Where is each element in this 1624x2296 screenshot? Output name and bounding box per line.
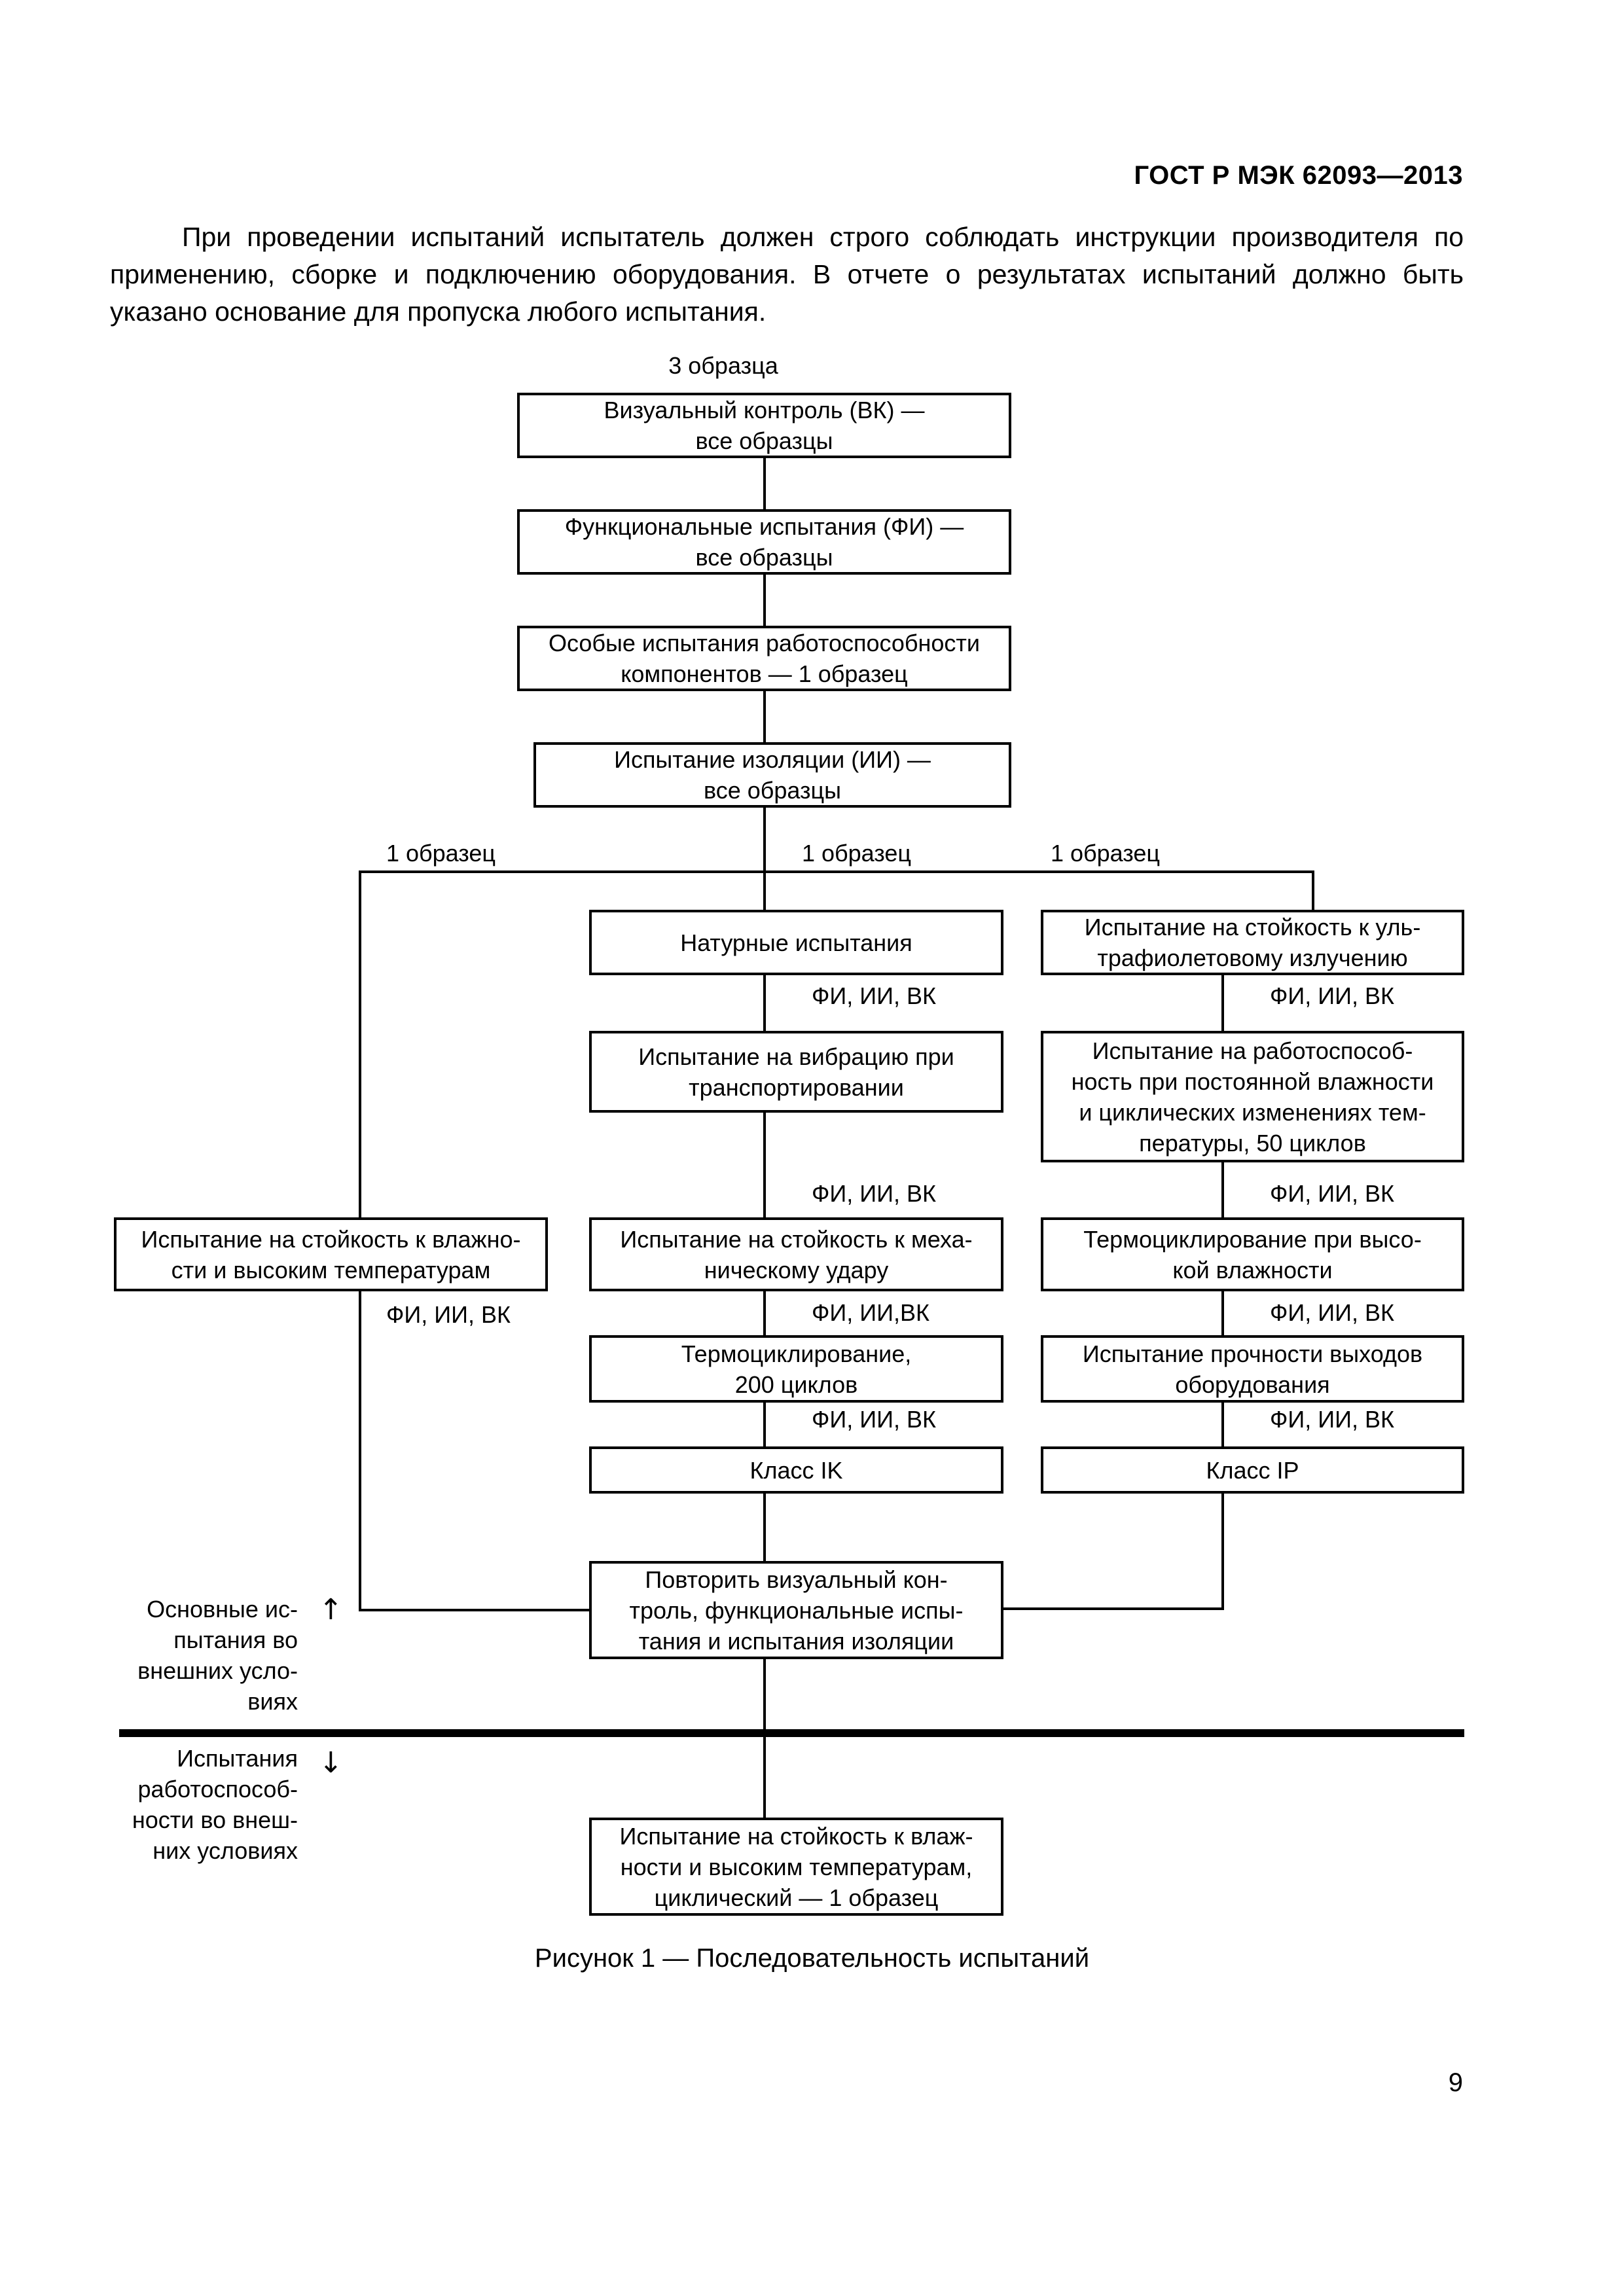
down-arrow-icon: ↓ — [319, 1746, 343, 1780]
node-thermal-cycling-200-label: Термоциклирование, 200 циклов — [681, 1340, 912, 1398]
node-functional-tests-label: Функциональные испытания (ФИ) — все обра… — [564, 513, 964, 571]
connector-repeat-to-final — [763, 1659, 766, 1818]
edge-label-mid-1: ФИ, ИИ, ВК — [812, 982, 936, 1009]
section-label-main-environmental-tests: Основные ис- пытания во внешних усло- ви… — [137, 1596, 298, 1715]
up-arrow-icon: ↑ — [319, 1593, 343, 1626]
node-class-ik-label: Класс IK — [749, 1456, 843, 1484]
connector-shock-to-cycling — [763, 1291, 766, 1347]
node-uv-resistance-label: Испытание на стойкость к уль- трафиолето… — [1084, 914, 1421, 971]
node-terminal-strength-label: Испытание прочности выходов оборудования — [1082, 1340, 1423, 1398]
edge-label-left-1: ФИ, ИИ, ВК — [386, 1301, 511, 1328]
node-visual-inspection-label: Визуальный контроль (ВК) — все образцы — [604, 397, 925, 454]
connector-vibration-to-shock — [763, 1113, 766, 1217]
edge-label-right-3: ФИ, ИИ, ВК — [1270, 1299, 1394, 1326]
edge-label-right-1: ФИ, ИИ, ВК — [1270, 982, 1394, 1009]
node-humidity-temp-cycle-50-label: Испытание на работоспособ- ность при пос… — [1071, 1037, 1434, 1157]
distribution-bus — [359, 870, 1314, 873]
section-label-performance-environmental-tests: Испытания работоспособ- ности во внеш- н… — [132, 1745, 298, 1864]
connector-field-to-vibration — [763, 975, 766, 1031]
connector-vi-to-ft — [763, 458, 766, 509]
connector-sp-to-ins — [763, 691, 766, 742]
node-left-humidity-heat-label: Испытание на стойкость к влажно- сти и в… — [141, 1225, 521, 1283]
node-class-ip: Класс IP — [1041, 1446, 1464, 1494]
node-mechanical-shock-label: Испытание на стойкость к меха- ническому… — [620, 1225, 973, 1283]
edge-label-right-2: ФИ, ИИ, ВК — [1270, 1180, 1394, 1207]
node-class-ip-label: Класс IP — [1206, 1456, 1299, 1484]
flow-label-1-sample-left: 1 образец — [386, 840, 496, 867]
connector-cycling-to-ik — [763, 1403, 766, 1448]
node-functional-tests: Функциональные испытания (ФИ) — все обра… — [517, 509, 1011, 575]
connector-humidity-to-thermal — [1221, 1162, 1224, 1217]
edge-label-mid-3: ФИ, ИИ,ВК — [812, 1299, 929, 1326]
connector-terminal-to-ip — [1221, 1403, 1224, 1448]
node-field-tests-label: Натурные испытания — [680, 929, 912, 956]
node-humidity-heat-cyclic: Испытание на стойкость к влаж- ности и в… — [589, 1818, 1003, 1916]
edge-label-mid-4: ФИ, ИИ, ВК — [812, 1406, 936, 1433]
node-repeat-checks: Повторить визуальный кон- троль, функцио… — [589, 1561, 1003, 1659]
node-transport-vibration: Испытание на вибрацию при транспортирова… — [589, 1031, 1003, 1113]
flow-label-1-sample-middle: 1 образец — [802, 840, 912, 867]
node-humidity-heat-cyclic-label: Испытание на стойкость к влаж- ности и в… — [619, 1822, 973, 1911]
node-transport-vibration-label: Испытание на вибрацию при транспортирова… — [638, 1043, 954, 1101]
document-header-standard-code: ГОСТ Р МЭК 62093—2013 — [1134, 161, 1463, 190]
flow-label-3-samples: 3 образца — [668, 352, 778, 379]
node-field-tests: Натурные испытания — [589, 910, 1003, 975]
connector-ip-to-repeat — [1001, 1607, 1224, 1610]
connector-bus-to-field-tests — [763, 870, 766, 942]
node-special-performance: Особые испытания работоспособности компо… — [517, 626, 1011, 691]
node-mechanical-shock: Испытание на стойкость к меха- ническому… — [589, 1217, 1003, 1291]
node-repeat-checks-label: Повторить визуальный кон- троль, функцио… — [629, 1566, 964, 1655]
connector-ft-to-sp — [763, 575, 766, 626]
body-paragraph: При проведении испытаний испытатель долж… — [110, 222, 1464, 327]
node-humidity-temp-cycle-50: Испытание на работоспособ- ность при пос… — [1041, 1031, 1464, 1162]
connector-uv-to-humidity — [1221, 975, 1224, 1031]
node-left-humidity-heat: Испытание на стойкость к влажно- сти и в… — [114, 1217, 548, 1291]
node-thermal-cycling-humidity-label: Термоциклирование при высо- кой влажност… — [1083, 1225, 1422, 1283]
node-uv-resistance: Испытание на стойкость к уль- трафиолето… — [1041, 910, 1464, 975]
node-insulation-test-label: Испытание изоляции (ИИ) — все образцы — [614, 746, 931, 804]
connector-bus-to-uv — [1312, 870, 1314, 942]
node-class-ik: Класс IK — [589, 1446, 1003, 1494]
edge-label-mid-2: ФИ, ИИ, ВК — [812, 1180, 936, 1207]
figure-caption: Рисунок 1 — Последовательность испытаний — [534, 1944, 1090, 1973]
node-visual-inspection: Визуальный контроль (ВК) — все образцы — [517, 393, 1011, 458]
section-divider — [119, 1729, 1464, 1737]
connector-thermal-to-terminal — [1221, 1291, 1224, 1347]
edge-label-right-4: ФИ, ИИ, ВК — [1270, 1406, 1394, 1433]
connector-left-branch-to-repeat — [359, 1609, 591, 1611]
page-number: 9 — [1448, 2068, 1463, 2097]
node-terminal-strength: Испытание прочности выходов оборудования — [1041, 1335, 1464, 1403]
connector-ip-down — [1221, 1494, 1224, 1610]
flow-label-1-sample-right: 1 образец — [1051, 840, 1161, 867]
node-thermal-cycling-200: Термоциклирование, 200 циклов — [589, 1335, 1003, 1403]
node-special-performance-label: Особые испытания работоспособности компо… — [548, 630, 981, 687]
connector-ik-to-repeat — [763, 1494, 766, 1562]
node-insulation-test: Испытание изоляции (ИИ) — все образцы — [533, 742, 1011, 808]
node-thermal-cycling-humidity: Термоциклирование при высо- кой влажност… — [1041, 1217, 1464, 1291]
